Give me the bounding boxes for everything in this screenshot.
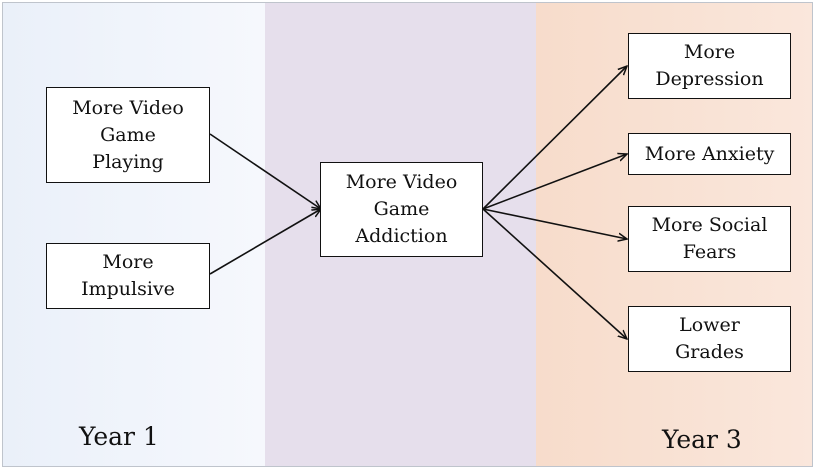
label-year-3: Year 3: [662, 425, 742, 454]
arrow-addiction-to-social-fears: [482, 208, 627, 239]
node-more-anxiety: More Anxiety: [628, 133, 791, 175]
node-label: More Anxiety: [644, 142, 775, 165]
arrow-addiction-to-anxiety: [482, 154, 627, 210]
node-label: More Social Fears: [651, 214, 768, 263]
label-year-1: Year 1: [79, 422, 159, 451]
node-label: More Video Game Addiction: [345, 171, 458, 247]
node-label: Lower Grades: [675, 314, 744, 363]
node-lower-grades: Lower Grades: [628, 306, 791, 372]
node-more-depression: More Depression: [628, 33, 791, 99]
node-label: More Video Game Playing: [72, 96, 184, 173]
arrow-addiction-to-grades: [482, 208, 627, 339]
node-label: More Depression: [655, 41, 764, 90]
arrow-impulsive-to-addiction: [209, 209, 321, 275]
arrow-playing-to-addiction: [209, 133, 321, 209]
year1-band: [3, 3, 265, 466]
node-more-impulsive: More Impulsive: [46, 243, 210, 309]
node-more-video-game-playing: More Video Game Playing: [46, 87, 210, 183]
node-label: More Impulsive: [81, 251, 175, 300]
arrow-addiction-to-depression: [482, 66, 627, 210]
node-more-video-game-addiction: More Video Game Addiction: [320, 162, 483, 257]
node-more-social-fears: More Social Fears: [628, 206, 791, 272]
